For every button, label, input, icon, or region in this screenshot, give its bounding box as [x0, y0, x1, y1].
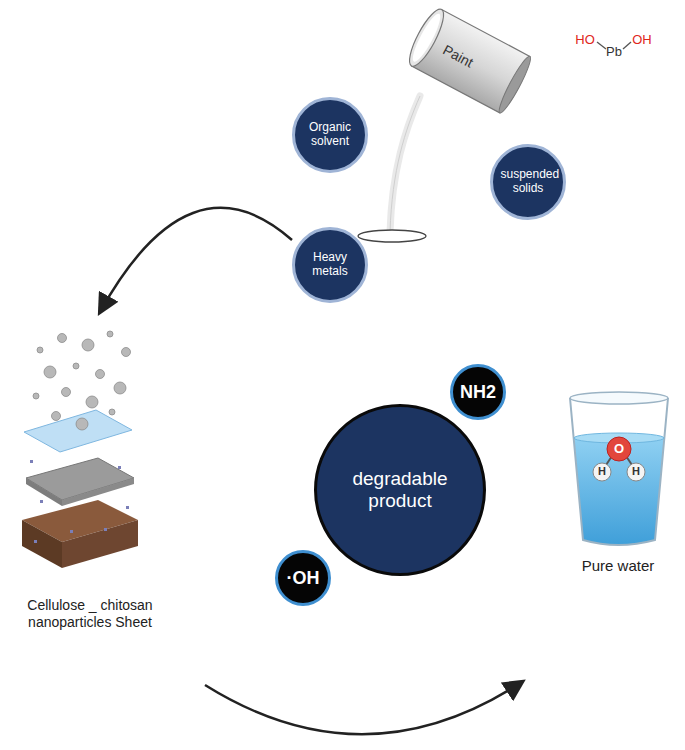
atom-label: H [627, 465, 645, 478]
particle-dot [118, 466, 121, 469]
node-text: Heavy metals [303, 251, 358, 279]
nanoparticle [96, 370, 105, 379]
radical-circle: ·OH [275, 550, 331, 606]
bucket-label: Paint [428, 34, 489, 77]
nanoparticle [52, 412, 61, 421]
sheet-caption: Cellulose _ chitosan nanoparticles Sheet [2, 597, 178, 631]
nanoparticle [37, 347, 43, 353]
water-glass [570, 392, 668, 545]
particle-dot [34, 540, 37, 543]
node-text: ·OH [287, 568, 320, 589]
nanoparticle [58, 334, 67, 343]
atom-label: O [609, 441, 629, 457]
particle-dot [30, 460, 33, 463]
nanoparticle [107, 331, 113, 337]
node-text: suspended solids [501, 168, 556, 196]
nanoparticle [86, 396, 98, 408]
nanoparticles [30, 331, 131, 543]
glass-caption: Pure water [563, 557, 673, 575]
cellulose-chitosan-sheet [22, 410, 138, 568]
nanoparticle [76, 418, 88, 430]
nanoparticle [114, 382, 126, 394]
atom-label: HO [570, 32, 600, 48]
nanoparticle [109, 409, 115, 415]
product-circle: degradable product [314, 404, 486, 576]
contaminant-circle: Heavy metals [292, 227, 368, 303]
contaminant-circle: suspended solids [490, 144, 566, 220]
group-circle: NH2 [450, 364, 506, 420]
nanoparticle [44, 366, 56, 378]
nanoparticle [82, 339, 94, 351]
node-text: Organic solvent [303, 121, 358, 149]
atom-label: Pb [601, 44, 627, 60]
atom-label: OH [627, 32, 657, 48]
flow-arrow [100, 208, 292, 312]
node-text: degradable product [338, 468, 462, 512]
particle-dot [104, 528, 107, 531]
contaminant-circle: Organic solvent [292, 97, 368, 173]
nanoparticle [62, 388, 71, 397]
flow-arrow [205, 682, 522, 734]
node-text: NH2 [460, 382, 496, 403]
particle-dot [40, 500, 43, 503]
particle-dot [126, 506, 129, 509]
atom-label: H [593, 465, 611, 478]
nanoparticle [33, 393, 39, 399]
nanoparticle [122, 348, 131, 357]
particle-dot [70, 530, 73, 533]
nanoparticle [73, 363, 79, 369]
